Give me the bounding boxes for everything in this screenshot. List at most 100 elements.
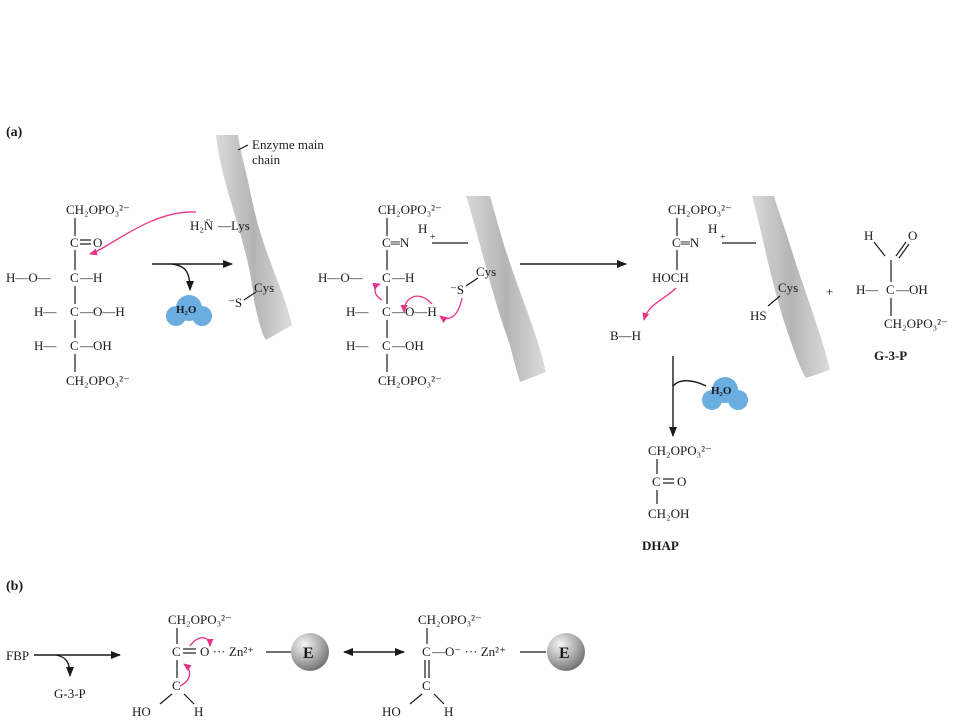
schiff-c5-left: H— — [346, 338, 369, 353]
fbp-c5-right: —OH — [79, 338, 112, 353]
arrow-push-cc — [372, 282, 383, 301]
g3p-release-arrow — [55, 654, 74, 677]
schiff-c2n: C═N — [382, 235, 410, 250]
pb-right-o-zn: —O⁻ ··· Zn²⁺ — [431, 644, 506, 659]
dhap-name: DHAP — [642, 538, 679, 553]
enzyme-chain-3 — [752, 196, 830, 378]
dhap-o: O — [677, 474, 686, 489]
schiff-plus: + — [430, 232, 436, 243]
schiff-c4: C — [382, 304, 391, 319]
panel-b-right-structure: CH₂OPO₃²⁻ C —O⁻ ··· Zn²⁺ C HO H E — [382, 612, 585, 719]
schiff-c4-left: H— — [346, 304, 369, 319]
schiff-c3-left: H—O— — [318, 270, 364, 285]
enamine-h: H — [708, 221, 717, 236]
cys-label-1: Cys — [254, 280, 274, 295]
fbp-c3: C — [70, 270, 79, 285]
pb-right-h: H — [444, 704, 453, 719]
fbp-o: O — [93, 235, 102, 250]
dhap-bottom: CH₂OH — [648, 506, 689, 521]
cys-thiol-3: HS — [750, 308, 767, 323]
schiff-c3-right: —H — [391, 270, 414, 285]
enzyme-sphere-left — [291, 633, 329, 671]
fbp-c4-left: H— — [34, 304, 57, 319]
enzyme-label-line1: Enzyme main — [252, 137, 324, 152]
fbp-open-chain: CH₂OPO₃²⁻ C O H—O— C —H H— C —O—H H— C —… — [6, 202, 274, 388]
g3p-c: C — [886, 282, 895, 297]
pb-right-c-lower: C — [422, 678, 431, 693]
pb-left-c-lower: C — [172, 678, 181, 693]
g3p-c-right: —OH — [895, 282, 928, 297]
water-label-2: H₂O — [711, 385, 732, 397]
dhap-c: C — [652, 474, 661, 489]
base-bh: B—H — [610, 328, 641, 343]
g3p-c-left: H— — [856, 282, 879, 297]
enamine-c2n: C═N — [672, 235, 700, 250]
water-uptake-curve — [672, 380, 707, 387]
schiff-bottom: CH₂OPO₃²⁻ — [378, 373, 442, 388]
schiff-h: H — [418, 221, 427, 236]
lys-label: —Lys — [217, 218, 250, 233]
cys-label-2: Cys — [476, 264, 496, 279]
g3p-bottom: CH₂OPO₃²⁻ — [884, 316, 948, 331]
panel-b-fbp: FBP — [6, 648, 29, 663]
fbp-c3-right: —H — [79, 270, 102, 285]
pb-arrow-push-2 — [179, 663, 192, 687]
cys-label-3: Cys — [778, 280, 798, 295]
enzyme-label-leader — [237, 144, 249, 151]
enamine-hoch: HOCH — [652, 270, 689, 285]
fbp-c5-left: H— — [34, 338, 57, 353]
schiff-c3: C — [382, 270, 391, 285]
g3p-h: H — [864, 228, 873, 243]
pb-right-c: C — [422, 644, 431, 659]
pb-left-ho: HO — [132, 704, 151, 719]
schiff-c5-right: —OH — [391, 338, 424, 353]
water-icon-2: H₂O — [702, 377, 748, 410]
g3p-o: O — [908, 228, 917, 243]
panel-a-label: (a) — [6, 125, 23, 140]
enamine-top: CH₂OPO₃²⁻ — [668, 202, 732, 217]
water-label-1: H₂O — [176, 304, 197, 316]
arrow-push-proton — [642, 287, 677, 321]
lys-amine: H₂N̈ — [190, 218, 214, 233]
fbp-top: CH₂OPO₃²⁻ — [66, 202, 130, 217]
schiff-c4-right: —O—H — [391, 304, 437, 319]
arrow-push-thiolate — [439, 297, 463, 323]
panel-b-left-structure: CH₂OPO₃²⁻ C O ··· Zn²⁺ C HO H E — [132, 612, 329, 719]
fbp-c4: C — [70, 304, 79, 319]
water-icon-1: H₂O — [166, 295, 212, 326]
fbp-c4-right: —O—H — [79, 304, 125, 319]
schiff-c5: C — [382, 338, 391, 353]
enzyme-chain-2 — [466, 196, 546, 382]
schiff-top: CH₂OPO₃²⁻ — [378, 202, 442, 217]
pb-left-top: CH₂OPO₃²⁻ — [168, 612, 232, 627]
pb-left-c: C — [172, 644, 181, 659]
g3p-name: G-3-P — [874, 348, 907, 363]
enamine-plus: + — [720, 232, 726, 243]
cys-thiolate-1: ⁻S — [228, 295, 242, 310]
enzyme-label-right: E — [559, 645, 570, 662]
fbp-c5: C — [70, 338, 79, 353]
enzyme-chain-1 — [216, 135, 292, 340]
g3p-molecule: H O H— C —OH CH₂OPO₃²⁻ G-3-P — [856, 228, 948, 363]
fbp-bottom: CH₂OPO₃²⁻ — [66, 373, 130, 388]
schiff-base-intermediate: CH₂OPO₃²⁻ H + C═N H—O— C —H H— C —O—H H—… — [318, 202, 496, 388]
fbp-c3-left: H—O— — [6, 270, 52, 285]
water-release-arrow-1 — [171, 263, 194, 291]
fbp-c2: C — [70, 235, 79, 250]
dhap-molecule: CH₂OPO₃²⁻ C O CH₂OH DHAP — [642, 443, 712, 553]
pb-arrow-push-1 — [189, 637, 214, 647]
pb-left-o-zn: O ··· Zn²⁺ — [200, 644, 254, 659]
enzyme-sphere-right — [547, 633, 585, 671]
enzyme-label-line2: chain — [252, 152, 281, 167]
panel-b-g3p: G-3-P — [54, 686, 86, 701]
cys-thiolate-2: ⁻S — [450, 282, 464, 297]
pb-right-ho: HO — [382, 704, 401, 719]
arrow-push-oh — [400, 295, 433, 313]
pb-left-h: H — [194, 704, 203, 719]
enamine-intermediate: CH₂OPO₃²⁻ H + C═N HOCH B—H Cys HS — [610, 202, 798, 343]
enzyme-label-left: E — [303, 645, 314, 662]
pb-right-top: CH₂OPO₃²⁻ — [418, 612, 482, 627]
plus-sign: + — [826, 284, 833, 299]
dhap-top: CH₂OPO₃²⁻ — [648, 443, 712, 458]
